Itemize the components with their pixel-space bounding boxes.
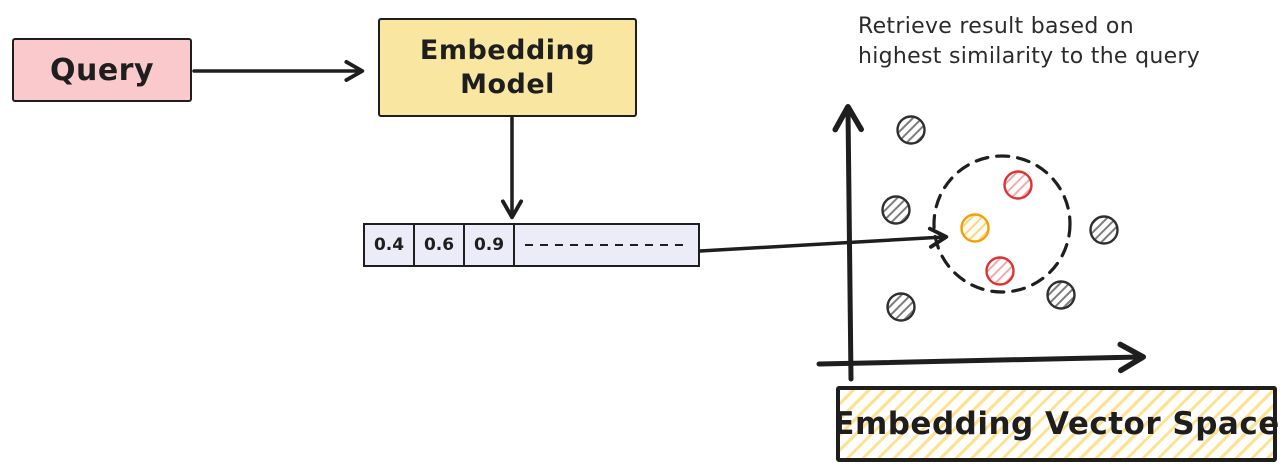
retrieve-annotation: Retrieve result based on highest similar…: [858, 12, 1200, 72]
embedding-point-gray: [896, 115, 926, 145]
query-label: Query: [49, 52, 155, 88]
embedding-points: [881, 115, 1119, 322]
embedding-point-red: [1003, 170, 1033, 200]
embedding-space-label-box: Embedding Vector Space: [833, 386, 1280, 462]
embedding-model-box: Embedding Model: [378, 18, 637, 117]
vector-cell: 0.9: [465, 225, 515, 265]
vector-cell: 0.6: [415, 225, 465, 265]
embedding-space-label: Embedding Vector Space: [833, 406, 1280, 442]
embedding-point-orange: [960, 213, 990, 243]
x-axis-arrow: [816, 341, 1147, 374]
embedding-point-red: [985, 256, 1015, 286]
vector-continuation-dashes: [525, 243, 688, 247]
similarity-cluster-circle: [932, 154, 1072, 294]
vector-continuation-cell: [515, 225, 698, 265]
vector-to-space-arrow: [698, 226, 949, 253]
vector-cell: 0.4: [365, 225, 415, 265]
y-axis-arrow: [832, 103, 864, 382]
query-box: Query: [12, 38, 192, 102]
model-label-line2: Model: [460, 68, 555, 100]
embedding-point-gray: [881, 195, 911, 225]
annotation-line2: highest similarity to the query: [858, 44, 1201, 69]
annotation-line1: Retrieve result based on: [858, 14, 1134, 39]
embedding-point-gray: [886, 292, 916, 322]
model-label-line1: Embedding: [419, 34, 596, 66]
embedding-point-gray: [1089, 215, 1119, 245]
embedding-point-gray: [1046, 280, 1076, 310]
